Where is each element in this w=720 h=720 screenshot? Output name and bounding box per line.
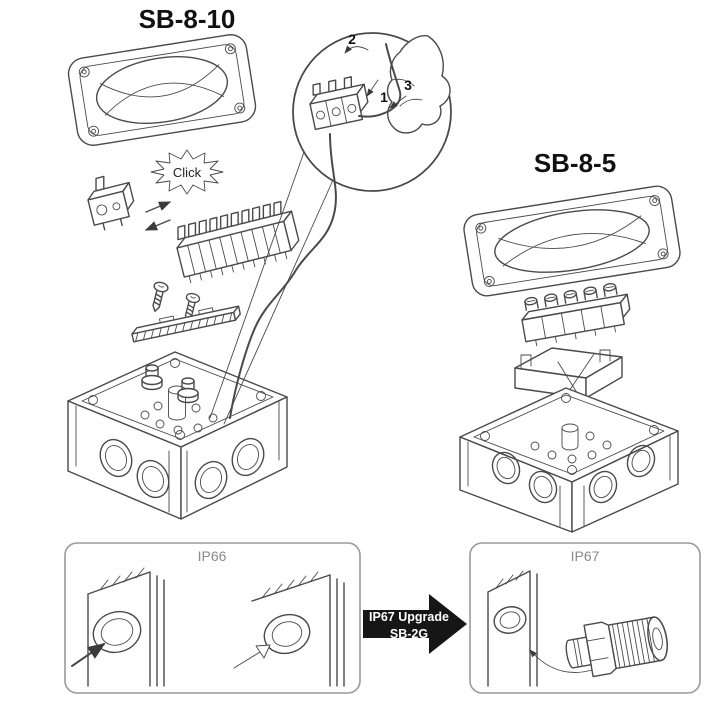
cable-entry-holes-left <box>99 438 170 499</box>
cable-gland <box>565 616 668 678</box>
lid-sb-8-5 <box>463 185 681 297</box>
gland-insert-arrow <box>529 649 593 673</box>
cover-screw-1 <box>152 281 169 312</box>
cable-entry-holes-right <box>588 444 656 504</box>
lid-dome <box>95 56 229 124</box>
sb-8-10-assembly: SB-8-10 Click <box>67 4 300 520</box>
step-3-arrow <box>389 95 407 109</box>
right-assembly-title: SB-8-5 <box>534 148 616 178</box>
mounting-rail <box>131 305 241 343</box>
spring-stud-2 <box>177 377 199 404</box>
cable-entry-holes-right <box>194 437 265 500</box>
step-annotations: 2 1 3 <box>344 31 412 109</box>
open-arrow-shaft <box>233 651 261 669</box>
terminal-strip-5pole <box>521 282 631 347</box>
callout-terminal-block <box>309 76 369 131</box>
ip67-wall <box>487 570 538 687</box>
ip66-wall-left <box>71 567 165 687</box>
upgrade-arrow-line2: SB-2G <box>390 627 428 641</box>
single-terminal <box>87 175 135 231</box>
ip66-label: IP66 <box>198 548 227 564</box>
ip66-wall-right <box>233 571 345 687</box>
lid-corner-screws <box>78 43 246 137</box>
wire-arrow-left <box>71 643 106 667</box>
cable-entry-holes-left <box>491 451 558 504</box>
sb-8-5-assembly: SB-8-5 <box>459 148 681 533</box>
wire-to-box <box>229 133 337 419</box>
upgrade-arrow: IP67 Upgrade SB-2G <box>363 594 467 654</box>
step-2-label: 2 <box>348 31 356 47</box>
step-1-label: 1 <box>380 89 388 105</box>
lid-dome <box>494 209 650 273</box>
callout-wedge-line-1 <box>209 151 305 419</box>
terminal-strip-10pole <box>174 200 300 284</box>
step-1-arrow <box>366 79 379 97</box>
ip67-label: IP67 <box>571 548 600 564</box>
box-base-sb-8-5 <box>459 387 679 533</box>
wire-detail-callout: 2 1 3 <box>209 31 452 425</box>
assembly-arrows <box>144 201 172 231</box>
click-callout: Click <box>150 149 224 195</box>
spring-stud-1 <box>141 364 163 391</box>
box-rim-corner-holes <box>480 393 659 475</box>
lid-sb-8-10 <box>67 34 257 146</box>
click-starburst <box>150 149 224 195</box>
left-assembly-title: SB-8-10 <box>139 4 236 34</box>
box-base-sb-8-10 <box>67 351 288 520</box>
step-2-arrow <box>344 45 369 54</box>
ip67-panel: IP67 <box>469 542 701 694</box>
ip66-panel: IP66 <box>64 542 361 694</box>
terminal-screws <box>524 282 618 311</box>
click-label: Click <box>173 165 202 180</box>
box-interior <box>530 423 612 464</box>
upgrade-arrow-line1: IP67 Upgrade <box>369 610 449 624</box>
hand-illustration <box>386 35 451 134</box>
step-3-label: 3 <box>404 77 412 93</box>
callout-wedge-line-2 <box>223 179 334 425</box>
open-arrow-head <box>255 644 271 659</box>
box-rim-corner-holes <box>88 358 266 440</box>
mounting-bracket <box>514 347 623 399</box>
lid-corner-screws <box>475 195 669 287</box>
